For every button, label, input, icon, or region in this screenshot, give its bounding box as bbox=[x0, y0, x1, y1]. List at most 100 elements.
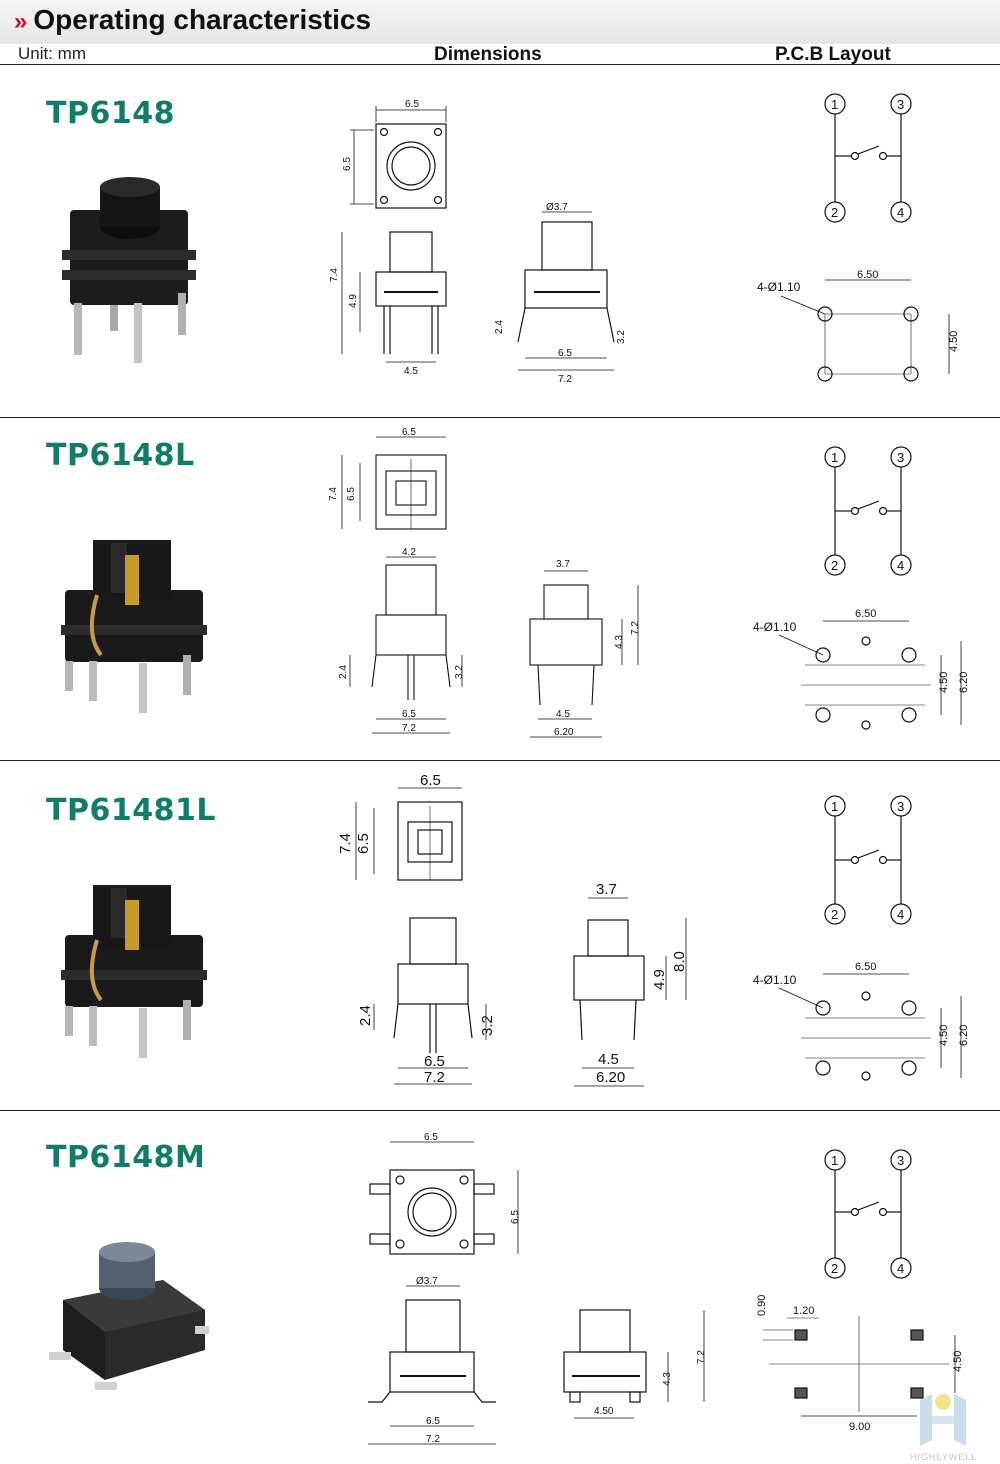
pcb-height: 4.50 bbox=[938, 1025, 950, 1046]
dim-side-height: 7.2 bbox=[630, 621, 641, 635]
pin-4: 4 bbox=[897, 558, 904, 573]
dim-top-width: 6.5 bbox=[424, 1132, 438, 1143]
dim-top-width: 6.5 bbox=[420, 772, 441, 789]
pin-2: 2 bbox=[831, 907, 838, 922]
dim-side-lead: 3.2 bbox=[616, 330, 627, 344]
dim-side-cap: 3.7 bbox=[596, 881, 617, 898]
pin-1: 1 bbox=[831, 450, 838, 465]
dim-front-height: 7.4 bbox=[329, 268, 340, 282]
title-text: Operating characteristics bbox=[33, 4, 372, 35]
dim-side-body: 6.5 bbox=[558, 348, 572, 359]
pin-4: 4 bbox=[897, 1261, 904, 1276]
logo-text: HIGHLYWELL bbox=[910, 1452, 977, 1462]
pcb-layout-tp61481l: 1 3 2 4 4-Ø1.10 6.50 4.50 6.20 bbox=[753, 795, 970, 1081]
dim-side-diameter: Ø3.7 bbox=[546, 202, 568, 213]
dim-top-height: 6.5 bbox=[342, 157, 353, 171]
pin-2: 2 bbox=[831, 205, 838, 220]
pcb-width: 6.50 bbox=[857, 269, 878, 281]
smd-pad bbox=[794, 1329, 808, 1341]
pcb-pad-width: 1.20 bbox=[793, 1305, 814, 1317]
pin-1: 1 bbox=[831, 799, 838, 814]
dim-front-pin: 2.4 bbox=[357, 1005, 374, 1026]
dimension-drawing-tp6148m: 6.5 6.5 Ø3.7 6.5 7.2 7.2 4.3 4.50 bbox=[368, 1132, 707, 1445]
pcb-height-outer: 6.20 bbox=[958, 672, 970, 693]
pin-2: 2 bbox=[831, 1261, 838, 1276]
dim-side-pitch: 4.50 bbox=[594, 1406, 614, 1417]
dim-side-cap: 3.7 bbox=[556, 559, 570, 570]
pin-4: 4 bbox=[897, 205, 904, 220]
dim-side-total: 7.2 bbox=[558, 374, 572, 385]
pcb-height: 4.50 bbox=[938, 672, 950, 693]
section-divider bbox=[0, 760, 1000, 761]
dim-top-outer: 7.4 bbox=[328, 487, 339, 501]
pcb-pad-height: 0.90 bbox=[756, 1295, 768, 1316]
dim-side-pin: 2.4 bbox=[494, 320, 505, 334]
pcb-width: 9.00 bbox=[849, 1421, 870, 1433]
pcb-width: 6.50 bbox=[855, 608, 876, 620]
pcb-hole-label: 4-Ø1.10 bbox=[753, 620, 797, 634]
dim-side-body: 4.9 bbox=[651, 969, 668, 990]
dim-top-width: 6.5 bbox=[402, 427, 416, 438]
dim-top-inner: 6.5 bbox=[346, 487, 357, 501]
dim-front-total: 7.2 bbox=[426, 1434, 440, 1445]
header-divider bbox=[0, 64, 1000, 65]
dim-side-pitch: 4.5 bbox=[598, 1051, 619, 1068]
dim-top-width: 6.5 bbox=[405, 99, 419, 110]
product-photo-tp61481l bbox=[61, 885, 207, 1058]
smd-pad bbox=[794, 1387, 808, 1399]
product-photo-tp6148l bbox=[61, 540, 207, 713]
dimension-drawing-tp6148l: 6.5 7.4 6.5 4.2 2.4 3.2 6.5 7.2 3.7 7.2 … bbox=[328, 427, 641, 738]
pcb-height: 4.50 bbox=[952, 1351, 964, 1372]
dim-front-body: 6.5 bbox=[424, 1053, 445, 1070]
model-name: TP6148M bbox=[46, 1140, 206, 1175]
dim-front-body: 4.9 bbox=[348, 294, 359, 308]
dim-front-body: 6.5 bbox=[402, 709, 416, 720]
model-name: TP6148 bbox=[46, 96, 175, 131]
col-pcb-heading: P.C.B Layout bbox=[775, 44, 891, 65]
page-title: »Operating characteristics bbox=[14, 4, 371, 36]
dim-front-pitch: 4.5 bbox=[404, 366, 418, 377]
pin-3: 3 bbox=[897, 450, 904, 465]
product-photo-tp6148 bbox=[62, 177, 196, 363]
section-divider bbox=[0, 1110, 1000, 1111]
dim-side-total: 6.20 bbox=[554, 727, 574, 738]
pin-3: 3 bbox=[897, 97, 904, 112]
dimension-drawing-tp61481l: 6.5 7.4 6.5 2.4 3.2 6.5 7.2 3.7 8.0 4.9 … bbox=[337, 772, 688, 1087]
smd-pad bbox=[910, 1329, 924, 1341]
dim-front-top: 4.2 bbox=[402, 547, 416, 558]
dim-side-height: 8.0 bbox=[671, 951, 688, 972]
dim-side-height: 7.2 bbox=[696, 1350, 707, 1364]
col-dimensions-heading: Dimensions bbox=[434, 44, 542, 65]
dim-side-body: 4.3 bbox=[614, 635, 625, 649]
dim-side-body: 4.3 bbox=[662, 1372, 673, 1386]
brand-logo: HIGHLYWELL bbox=[910, 1394, 977, 1462]
dim-front-lead: 3.2 bbox=[454, 665, 465, 679]
dim-front-total: 7.2 bbox=[402, 723, 416, 734]
pin-2: 2 bbox=[831, 558, 838, 573]
pin-1: 1 bbox=[831, 1153, 838, 1168]
pcb-hole-label: 4-Ø1.10 bbox=[753, 973, 797, 987]
dim-front-diameter: Ø3.7 bbox=[416, 1276, 438, 1287]
pin-3: 3 bbox=[897, 799, 904, 814]
product-photo-tp6148m bbox=[49, 1242, 209, 1390]
dim-side-pitch: 4.5 bbox=[556, 709, 570, 720]
pcb-height-outer: 6.20 bbox=[958, 1025, 970, 1046]
pcb-layout-tp6148: 1 3 2 4 4-Ø1.10 6.50 4.50 bbox=[757, 93, 960, 382]
dim-top-height: 6.5 bbox=[510, 1210, 521, 1224]
dim-front-total: 7.2 bbox=[424, 1069, 445, 1086]
dim-side-total: 6.20 bbox=[596, 1069, 625, 1086]
pcb-layout-tp6148m: 1 3 2 4 0.90 1.20 4.50 9.00 bbox=[756, 1149, 964, 1433]
dim-front-pin: 2.4 bbox=[338, 665, 349, 679]
header-bar bbox=[0, 0, 1000, 44]
dim-front-body: 6.5 bbox=[426, 1416, 440, 1427]
smd-pad bbox=[910, 1387, 924, 1399]
pcb-hole-label: 4-Ø1.10 bbox=[757, 280, 801, 294]
pcb-width: 6.50 bbox=[855, 961, 876, 973]
dim-top-inner: 6.5 bbox=[355, 833, 372, 854]
pin-3: 3 bbox=[897, 1153, 904, 1168]
pcb-height: 4.50 bbox=[948, 331, 960, 352]
model-name: TP6148L bbox=[46, 438, 195, 473]
unit-label: Unit: mm bbox=[18, 44, 86, 63]
section-divider bbox=[0, 417, 1000, 418]
pcb-layout-tp6148l: 1 3 2 4 4-Ø1.10 6.50 4.50 6.20 bbox=[753, 446, 970, 730]
